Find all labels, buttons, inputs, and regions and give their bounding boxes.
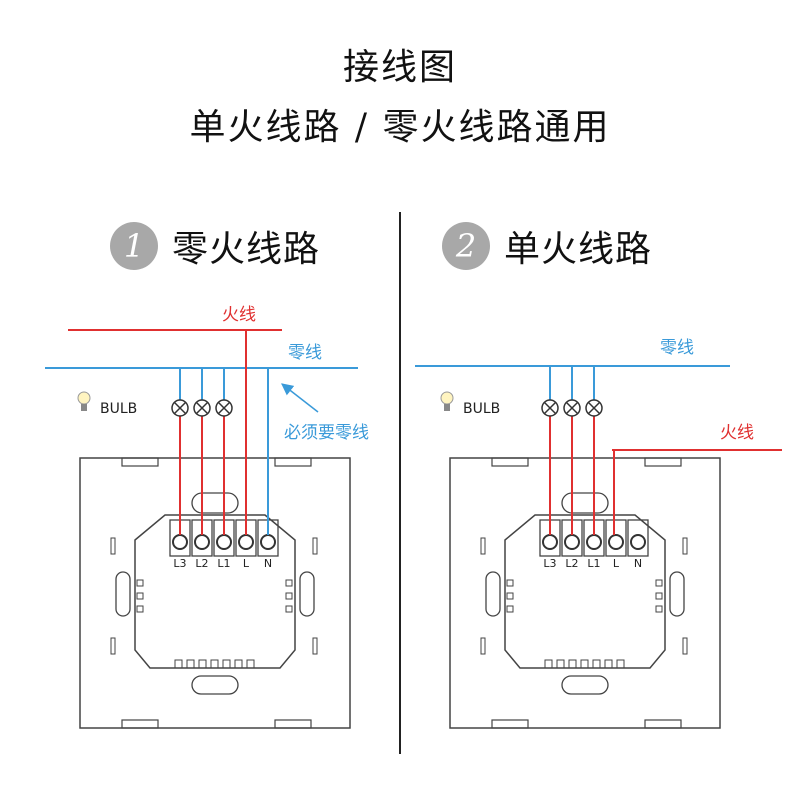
- left-terminal-L2: L2: [195, 557, 208, 570]
- right-switch-plate: [449, 457, 721, 729]
- left-terminal-L: L: [243, 557, 250, 570]
- right-neutral-label: 零线: [660, 338, 694, 358]
- right-terminal-L2: L2: [565, 557, 578, 570]
- section-1-header: 1 零火线路: [110, 220, 320, 272]
- left-neutral-label: 零线: [288, 343, 322, 363]
- left-switch-plate: [79, 457, 351, 729]
- right-bulb-label: BULB: [463, 401, 500, 417]
- section-2-title: 单火线路: [504, 229, 653, 270]
- left-terminal-N: N: [264, 557, 272, 570]
- section-divider: [399, 212, 401, 754]
- left-terminal-L1: L1: [217, 557, 230, 570]
- right-terminal-L1: L1: [587, 557, 600, 570]
- page-subtitle: 单火线路 / 零火线路通用: [189, 107, 611, 148]
- right-bulb-icon: [440, 391, 454, 412]
- left-terminal-L3: L3: [173, 557, 186, 570]
- section-1-title: 零火线路: [172, 229, 321, 270]
- section-2-header: 2 单火线路: [442, 220, 652, 272]
- left-switch-module: [134, 514, 296, 669]
- left-bulb-icon: [77, 391, 91, 412]
- page-title: 接线图: [342, 47, 457, 88]
- left-note-arrow: [281, 383, 319, 413]
- left-bulb-label: BULB: [100, 401, 137, 417]
- left-fire-label: 火线: [222, 305, 256, 325]
- section-2-badge: 2: [442, 222, 490, 270]
- right-terminal-L3: L3: [543, 557, 556, 570]
- right-switch-module: [504, 514, 666, 669]
- left-diagram: 火线 零线 BULB: [45, 305, 369, 729]
- right-terminal-L: L: [613, 557, 620, 570]
- section-1-badge: 1: [110, 222, 158, 270]
- left-note: 必须要零线: [284, 423, 369, 443]
- right-diagram: 零线 火线 BULB: [415, 338, 782, 729]
- right-terminal-N: N: [634, 557, 642, 570]
- right-fire-label: 火线: [720, 423, 754, 443]
